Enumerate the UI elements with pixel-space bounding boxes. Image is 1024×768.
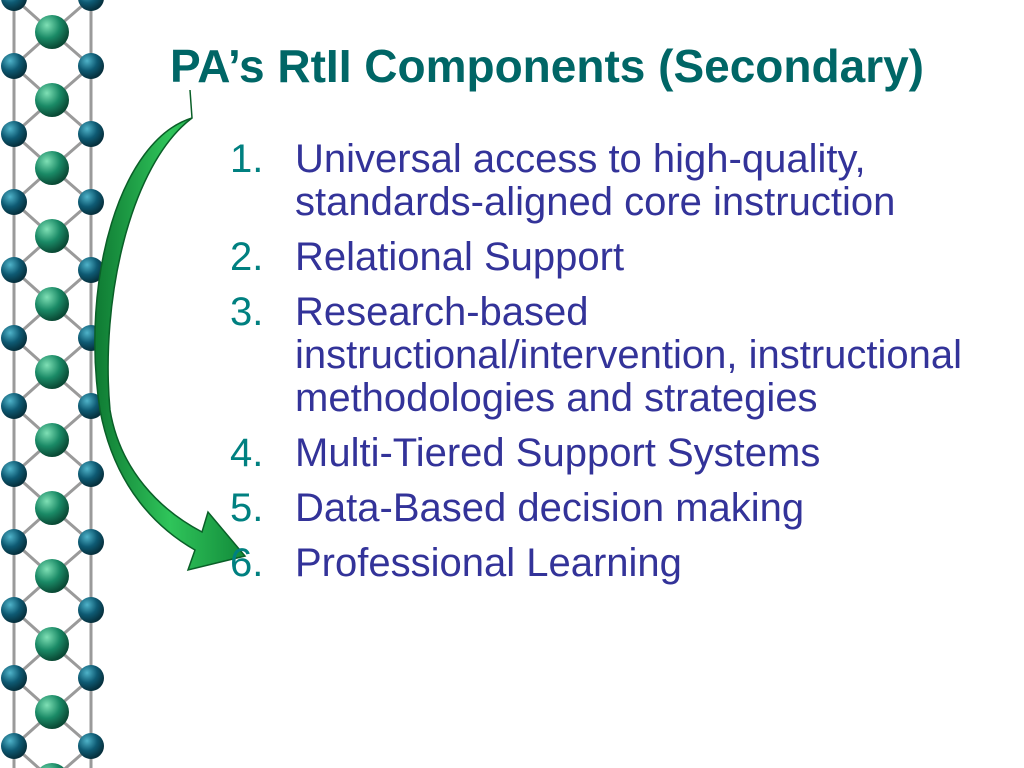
list-item-text: Universal access to high-quality, standa…: [295, 137, 896, 224]
inner-atom: [35, 83, 69, 117]
outer-atom: [1, 325, 27, 351]
outer-atom: [78, 461, 104, 487]
outer-atom: [78, 529, 104, 555]
inner-atom: [35, 355, 69, 389]
outer-atom: [78, 0, 104, 11]
outer-atom: [1, 597, 27, 623]
list-item: 5. Data-Based decision making: [230, 487, 1010, 530]
list-item: 1. Universal access to high-quality, sta…: [230, 138, 1010, 224]
list-item-number: 1.: [230, 137, 264, 181]
list-item-number: 3.: [230, 290, 264, 334]
outer-atom: [1, 461, 27, 487]
inner-atom: [35, 559, 69, 593]
slide-title: PA’s RtII Components (Secondary): [170, 40, 924, 92]
molecular-lattice-border: [1, 0, 104, 768]
inner-atom: [35, 151, 69, 185]
outer-atom: [1, 733, 27, 759]
list-item: 6. Professional Learning: [230, 542, 1010, 585]
outer-atom: [1, 257, 27, 283]
outer-atom: [1, 665, 27, 691]
outer-atom: [78, 733, 104, 759]
outer-atom: [78, 53, 104, 79]
list-item-text: Relational Support: [295, 235, 625, 279]
outer-atom: [78, 597, 104, 623]
inner-atom: [35, 15, 69, 49]
outer-atom: [78, 257, 104, 283]
inner-atom: [35, 695, 69, 729]
outer-atom: [1, 189, 27, 215]
list-item-number: 4.: [230, 431, 264, 475]
list-item-text: Professional Learning: [295, 541, 682, 585]
outer-atom: [1, 529, 27, 555]
inner-atom: [35, 219, 69, 253]
outer-atom: [1, 121, 27, 147]
curved-arrow-icon: [94, 89, 247, 572]
list-item-text: Research-based instructional/interventio…: [295, 290, 963, 420]
list-item-text: Multi-Tiered Support Systems: [295, 431, 821, 475]
inner-atom: [35, 491, 69, 525]
inner-atom: [35, 287, 69, 321]
inner-atom: [39, 763, 65, 768]
list-item: 4. Multi-Tiered Support Systems: [230, 432, 1010, 475]
outer-atom: [1, 0, 27, 11]
list-item-number: 6.: [230, 541, 264, 585]
list-item-number: 2.: [230, 235, 264, 279]
outer-atom: [78, 393, 104, 419]
outer-atom: [78, 121, 104, 147]
components-list: 1. Universal access to high-quality, sta…: [230, 138, 1010, 597]
list-item-number: 5.: [230, 486, 264, 530]
inner-atom: [35, 627, 69, 661]
outer-atom: [78, 665, 104, 691]
outer-atom: [1, 53, 27, 79]
list-item: 2. Relational Support: [230, 236, 1010, 279]
list-item-text: Data-Based decision making: [295, 486, 805, 530]
outer-atom: [78, 189, 104, 215]
list-item: 3. Research-based instructional/interven…: [230, 291, 1010, 420]
outer-atom: [1, 393, 27, 419]
inner-atom: [35, 423, 69, 457]
